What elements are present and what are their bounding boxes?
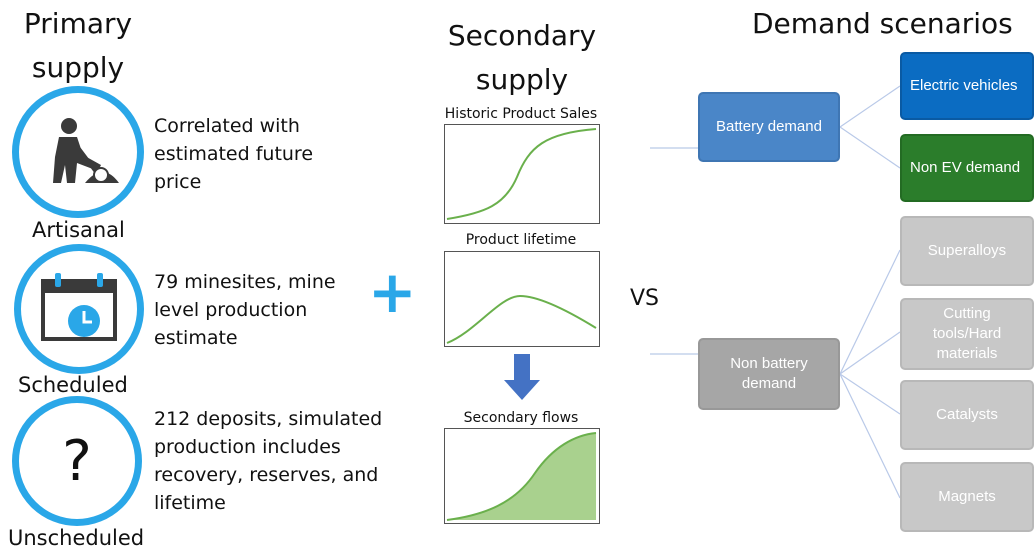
secondary-flows-chart	[444, 428, 600, 524]
secondary-flows-area	[447, 433, 596, 520]
product-lifetime-chart	[444, 251, 600, 347]
down-arrow-icon	[504, 354, 540, 400]
secondary-flows-curve	[446, 432, 597, 521]
magnets-box: Magnets	[900, 462, 1034, 532]
demand-scenarios-title: Demand scenarios	[752, 7, 1013, 40]
demand-tree-connectors	[650, 85, 901, 499]
cutting-tools-box: Cutting tools/Hard materials	[900, 298, 1034, 370]
catalysts-box: Catalysts	[900, 380, 1034, 450]
plus-symbol: +	[368, 258, 417, 326]
chart-title-historic-sales: Historic Product Sales	[444, 106, 598, 122]
battery-demand-box: Battery demand	[698, 92, 840, 162]
historic-sales-chart	[444, 124, 600, 224]
scheduled-label: Scheduled	[18, 373, 128, 397]
chart-title-product-lifetime: Product lifetime	[465, 232, 577, 248]
electric-vehicles-box: Electric vehicles	[900, 52, 1034, 120]
unscheduled-description: 212 deposits, simulated production inclu…	[154, 408, 383, 514]
secondary-supply-title: Secondary supply	[436, 18, 608, 98]
product-lifetime-curve	[446, 294, 597, 344]
primary-title-line1: Primary	[23, 7, 133, 40]
vs-label: VS	[630, 286, 660, 311]
secondary-title-line1: Secondary	[447, 19, 597, 52]
non-battery-demand-box: Non battery demand	[698, 338, 840, 410]
scheduled-description: 79 minesites, mine level production esti…	[154, 271, 336, 349]
question-mark-symbol: ?	[62, 428, 92, 494]
artisanal-label: Artisanal	[32, 218, 125, 242]
non-ev-demand-box: Non EV demand	[900, 134, 1034, 202]
primary-supply-title: Primary supply	[8, 6, 148, 86]
secondary-title-line2: supply	[475, 63, 569, 96]
artisanal-worker-icon	[12, 86, 144, 218]
historic-sales-curve	[446, 128, 597, 220]
unscheduled-label: Unscheduled	[8, 526, 145, 550]
superalloys-box: Superalloys	[900, 216, 1034, 286]
scheduled-calendar-icon	[14, 244, 144, 374]
primary-title-line2: supply	[31, 51, 125, 84]
artisanal-description: Correlated with estimated future price	[154, 115, 314, 193]
chart-title-secondary-flows: Secondary flows	[463, 410, 579, 426]
unscheduled-question-icon: ?	[12, 396, 142, 526]
